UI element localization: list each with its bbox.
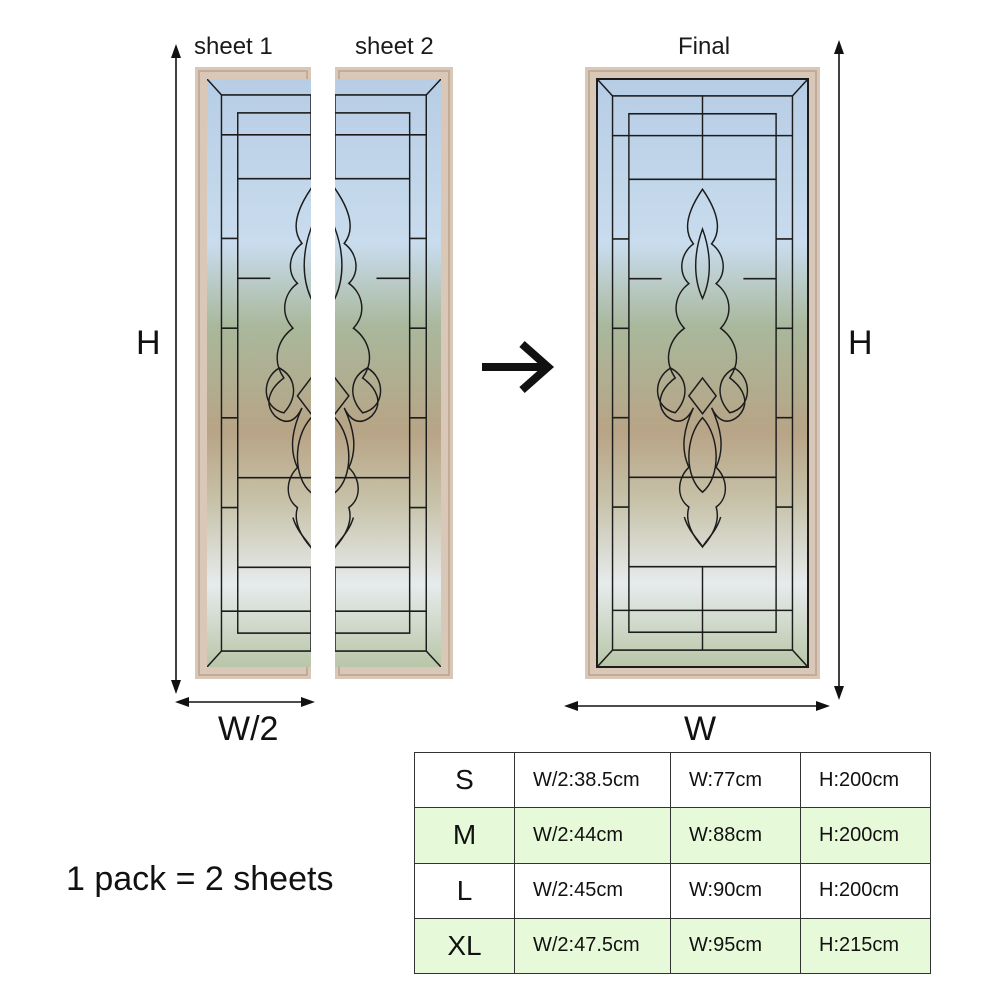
right-arrow-icon — [482, 341, 555, 393]
pack-note: 1 pack = 2 sheets — [66, 860, 334, 898]
half-width-cell: W/2:44cm — [514, 807, 671, 864]
height-label-right: H — [848, 324, 873, 362]
height-dimension-right — [834, 40, 844, 700]
width-cell: W:88cm — [670, 807, 801, 864]
height-cell: H:200cm — [800, 862, 931, 919]
half-width-cell: W/2:38.5cm — [514, 751, 671, 809]
size-cell: M — [414, 807, 515, 864]
height-cell: H:215cm — [800, 917, 931, 975]
half-width-label: W/2 — [218, 710, 279, 748]
width-dimension — [564, 701, 830, 711]
size-row-s: S W/2:38.5cm W:77cm H:200cm — [414, 751, 931, 809]
final-panel — [585, 67, 820, 679]
height-label-left: H — [136, 324, 161, 362]
half-width-dimension — [175, 697, 315, 707]
size-cell: XL — [414, 917, 515, 975]
width-cell: W:77cm — [670, 751, 801, 809]
height-dimension-left — [171, 44, 181, 694]
size-cell: L — [414, 862, 515, 919]
half-width-cell: W/2:45cm — [514, 862, 671, 919]
width-cell: W:95cm — [670, 917, 801, 975]
width-label: W — [684, 710, 717, 748]
size-row-xl: XL W/2:47.5cm W:95cm H:215cm — [414, 917, 931, 975]
sheet-2-panel — [335, 67, 453, 679]
sheet-1-label: sheet 1 — [194, 33, 273, 60]
final-label: Final — [678, 33, 731, 60]
half-width-cell: W/2:47.5cm — [514, 917, 671, 975]
size-row-m: M W/2:44cm W:88cm H:200cm — [414, 807, 931, 864]
height-cell: H:200cm — [800, 751, 931, 809]
sheet-1-panel — [195, 67, 311, 679]
size-cell: S — [414, 751, 515, 809]
size-table: S W/2:38.5cm W:77cm H:200cm M W/2:44cm W… — [414, 751, 931, 975]
height-cell: H:200cm — [800, 807, 931, 864]
sheet-2-label: sheet 2 — [355, 33, 434, 60]
size-row-l: L W/2:45cm W:90cm H:200cm — [414, 862, 931, 919]
width-cell: W:90cm — [670, 862, 801, 919]
